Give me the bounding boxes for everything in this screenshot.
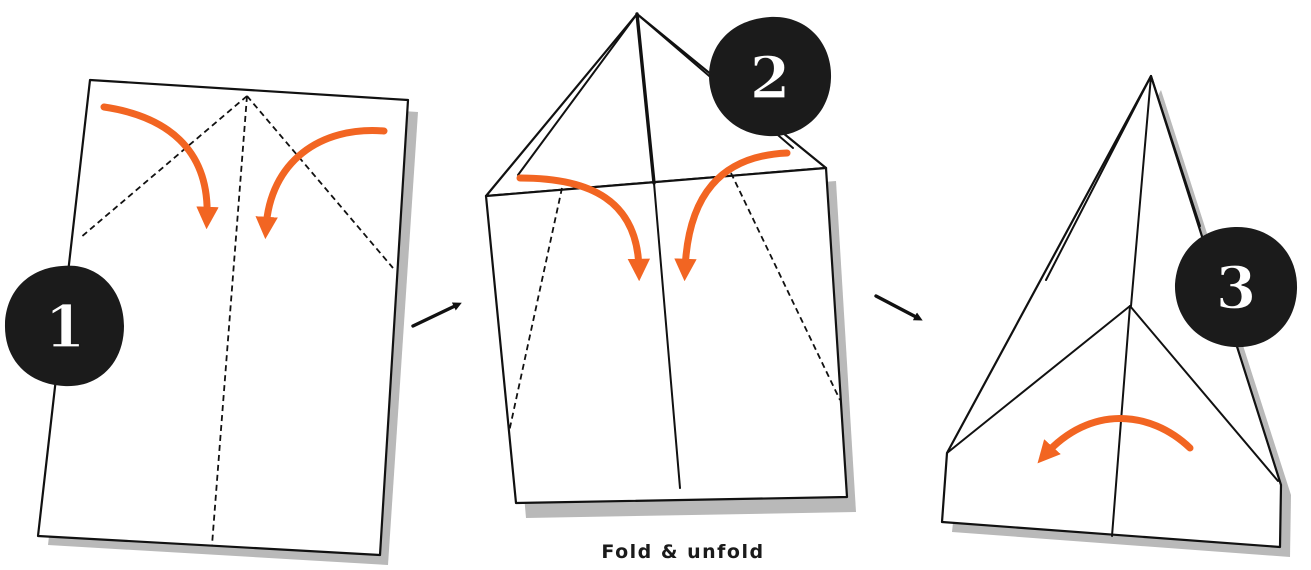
step-1-right-diagonal-fold-line <box>246 95 394 269</box>
step-2-flap-edge-left <box>517 13 638 176</box>
step-3-number: 3 <box>1216 254 1256 322</box>
step-2-left-fold-arrow-icon <box>516 174 651 282</box>
step-3-left-wing-edge <box>946 305 1131 454</box>
next-step-arrow-icon-1 <box>411 302 462 328</box>
step-1-badge-circle <box>4 265 124 387</box>
step-2-center-crease <box>635 12 656 185</box>
step-2-left-fold-line <box>508 187 563 433</box>
step-3-badge-circle <box>1174 226 1298 348</box>
step-3: 3 <box>940 74 1298 557</box>
step-2: 2 Fold & unfold <box>484 12 856 563</box>
step-2-badge: 2 <box>708 16 832 137</box>
step-1-right-fold-arrow-icon <box>255 127 388 240</box>
step-1-left-diagonal-fold-line <box>79 95 248 239</box>
step-1-left-fold-arrow-icon <box>100 103 219 230</box>
step-2-badge-circle <box>708 16 832 137</box>
step-2-center-line <box>653 182 681 489</box>
step-1-number: 1 <box>45 293 85 361</box>
step-3-inner-crease-right <box>1150 75 1201 227</box>
step-3-right-wing-edge <box>1129 305 1279 482</box>
step-3-center-crease <box>1130 75 1152 307</box>
step-1: 1 <box>4 78 418 565</box>
step-2-right-fold-line <box>730 172 841 401</box>
step-1-center-fold-line <box>211 95 248 546</box>
step-2-caption: Fold & unfold <box>601 541 764 563</box>
next-step-arrow-icon-2 <box>874 294 923 321</box>
step-3-inner-crease-left <box>1045 75 1152 281</box>
step-3-badge: 3 <box>1174 226 1298 348</box>
step-2-number: 2 <box>750 44 790 112</box>
step-2-right-fold-arrow-icon <box>674 149 791 282</box>
step-3-plane <box>940 74 1283 549</box>
step-1-badge: 1 <box>4 265 124 387</box>
step-3-fold-arrow-icon <box>1037 415 1194 464</box>
